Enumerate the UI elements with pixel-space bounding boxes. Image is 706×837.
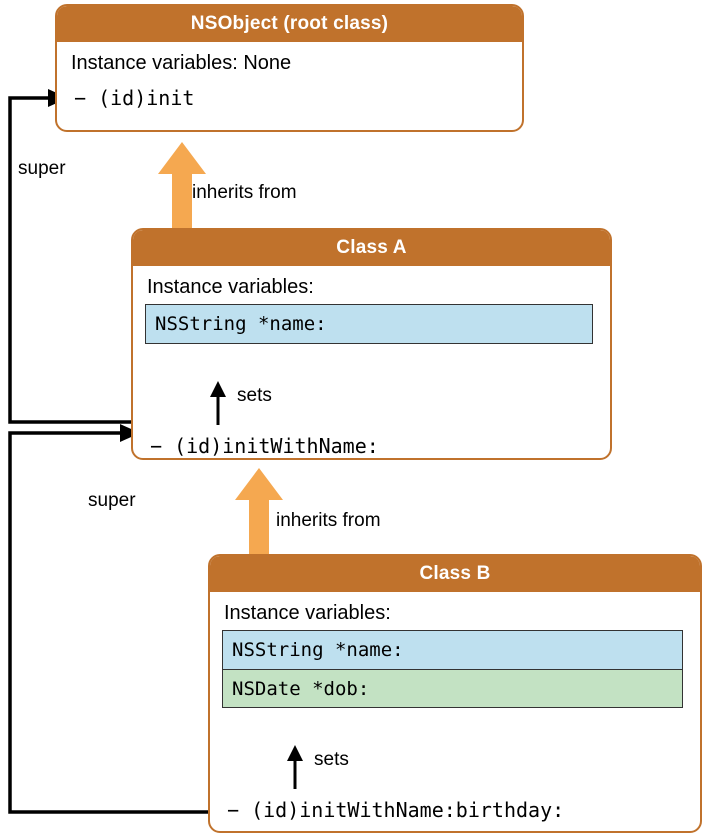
- ivar-row-name-class-b: NSString *name:: [223, 631, 682, 669]
- ivar-row-name-class-a: NSString *name:: [146, 305, 592, 343]
- method-nsobject-init[interactable]: − (id)init: [74, 86, 195, 110]
- sets-arrow-group-class-a: sets: [205, 380, 272, 431]
- class-body-nsobject: Instance variables: None − (id)init: [57, 42, 522, 130]
- class-box-class-a[interactable]: Class A Instance variables: NSString *na…: [131, 228, 612, 460]
- inherits-from-arrow-a: [158, 142, 206, 232]
- sets-label-class-b: sets: [314, 749, 349, 770]
- sets-label-class-a: sets: [237, 385, 272, 406]
- class-title-nsobject: NSObject (root class): [57, 6, 522, 42]
- ivars-label-nsobject: Instance variables: None: [71, 52, 292, 74]
- inherits-from-label-a: inherits from: [192, 182, 297, 203]
- ivars-label-class-b: Instance variables:: [224, 602, 391, 624]
- super-wire-a-to-nsobject: [8, 89, 145, 424]
- sets-arrow-class-a: [210, 381, 226, 425]
- class-body-class-a: Instance variables: NSString *name: sets…: [133, 266, 610, 458]
- method-class-b-initwithnamebirthday[interactable]: − (id)initWithName:birthday:: [227, 798, 565, 822]
- method-class-a-initwithname[interactable]: − (id)initWithName:: [150, 434, 379, 458]
- super-label-b: super: [88, 490, 136, 511]
- class-box-nsobject[interactable]: NSObject (root class) Instance variables…: [55, 4, 524, 132]
- ivars-label-class-a: Instance variables:: [147, 276, 314, 298]
- super-wire-b-to-class-a: [8, 424, 218, 814]
- class-box-class-b[interactable]: Class B Instance variables: NSString *na…: [208, 554, 702, 833]
- sets-arrow-class-b: [287, 745, 303, 789]
- class-title-class-a: Class A: [133, 230, 610, 266]
- ivar-stack-class-b: NSString *name: NSDate *dob:: [222, 630, 683, 708]
- super-label-a: super: [18, 158, 66, 179]
- class-body-class-b: Instance variables: NSString *name: NSDa…: [210, 592, 700, 831]
- inherits-from-label-b: inherits from: [276, 510, 381, 531]
- inherits-from-arrow-b: [235, 468, 283, 558]
- ivar-stack-class-a: NSString *name:: [145, 304, 593, 344]
- class-title-class-b: Class B: [210, 556, 700, 592]
- sets-arrow-group-class-b: sets: [282, 744, 349, 795]
- ivar-row-dob-class-b: NSDate *dob:: [223, 669, 682, 707]
